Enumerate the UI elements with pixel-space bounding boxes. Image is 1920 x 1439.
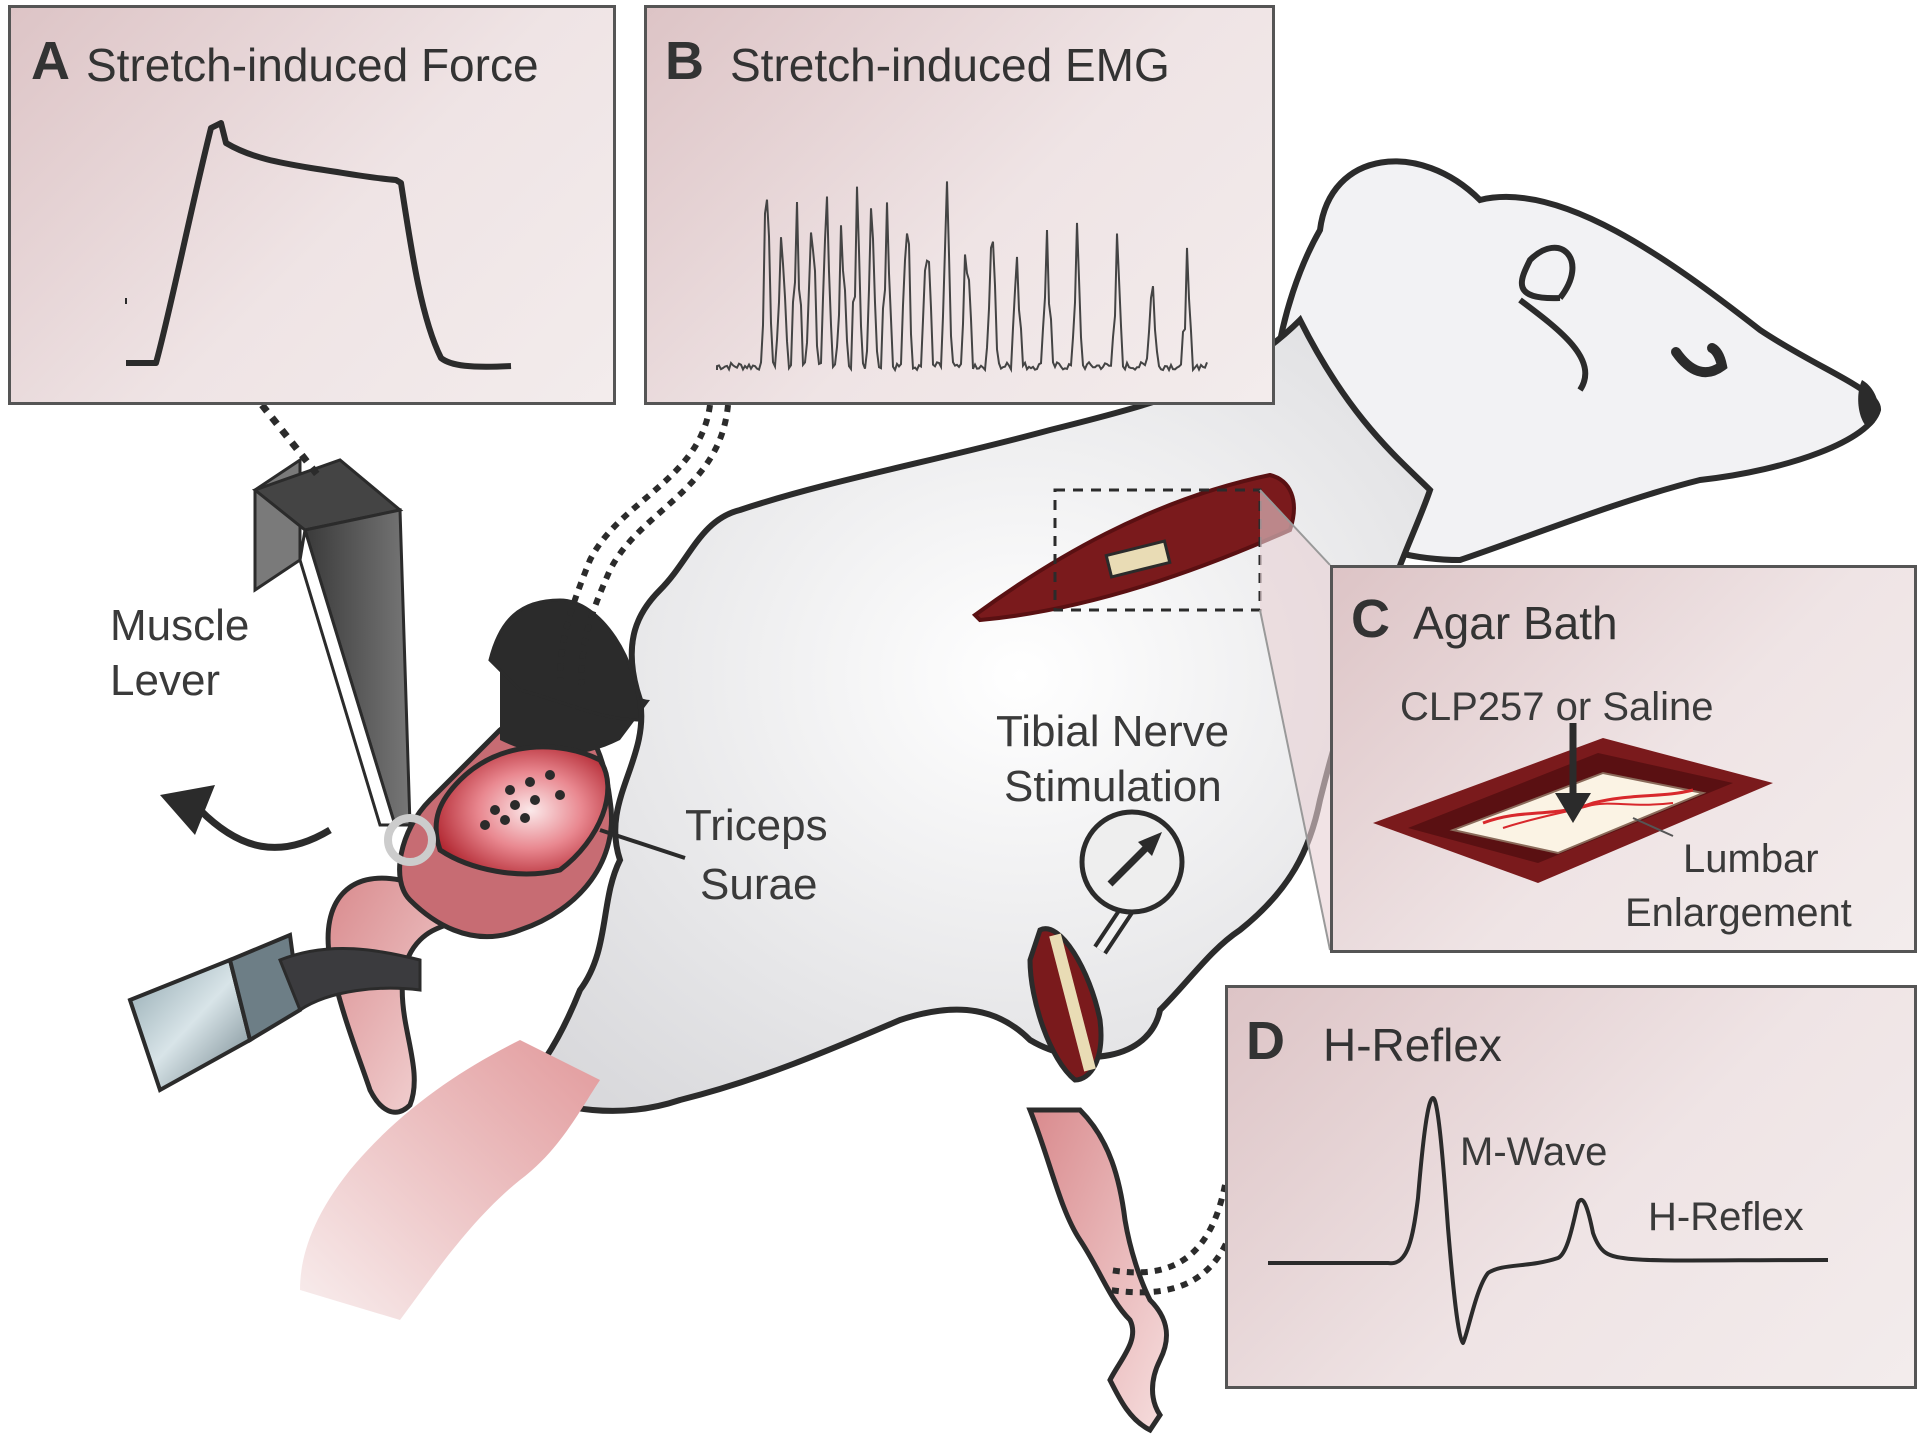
lumbar-label-2: Enlargement (1625, 891, 1852, 935)
h-reflex-trace (1268, 1096, 1829, 1345)
tibial-label-1: Tibial Nerve (996, 707, 1230, 756)
rat-ear (1518, 244, 1576, 302)
tibial-label-2: Stimulation (1004, 762, 1222, 811)
panel-d-letter: D (1246, 1011, 1285, 1071)
muscle-dots (480, 770, 565, 830)
inset-projection (1260, 490, 1330, 950)
panel-a: A Stretch-induced Force (8, 5, 616, 405)
drug-label: CLP257 or Saline (1400, 685, 1714, 729)
m-wave-label: M-Wave (1460, 1130, 1608, 1174)
emg-trace (716, 181, 1208, 374)
panel-c-title: Agar Bath (1413, 597, 1618, 649)
lumbar-label-1: Lumbar (1683, 837, 1819, 881)
rat-front-foot (1026, 1107, 1170, 1434)
muscle-lever-label-1: Muscle (110, 601, 250, 650)
panel-b-title: Stretch-induced EMG (730, 39, 1170, 91)
force-trace (125, 120, 512, 370)
triceps-surae-muscle (433, 744, 611, 877)
panel-a-title: Stretch-induced Force (86, 39, 539, 91)
rat-hind-leg (300, 1040, 600, 1320)
panel-a-letter: A (31, 31, 70, 91)
triceps-label-2: Surae (700, 860, 818, 909)
muscle-lever-label-2: Lever (110, 656, 221, 705)
rat-hind-foot (325, 875, 474, 1115)
agar-bath (1373, 723, 1773, 883)
skin-flap-reflected (488, 598, 642, 722)
arrow-icon (197, 807, 332, 851)
triceps-label-1: Triceps (685, 801, 828, 850)
clamp-icon (127, 932, 422, 1093)
panel-c-letter: C (1351, 589, 1390, 649)
cable-d (1109, 1184, 1228, 1276)
muscle-lever-icon (251, 457, 412, 827)
panel-c: C Agar Bath CLP257 or Saline Lumbar Enla… (1330, 565, 1917, 953)
rat-eye (1671, 343, 1728, 378)
panel-b: B Stretch-induced EMG (644, 5, 1275, 405)
panel-d: D H-Reflex M-Wave H-Reflex (1225, 985, 1917, 1389)
panel-b-letter: B (665, 31, 704, 91)
panel-d-title: H-Reflex (1323, 1019, 1502, 1071)
h-reflex-label: H-Reflex (1648, 1195, 1804, 1239)
cable-b (557, 404, 713, 681)
rat-nose (1858, 380, 1879, 428)
